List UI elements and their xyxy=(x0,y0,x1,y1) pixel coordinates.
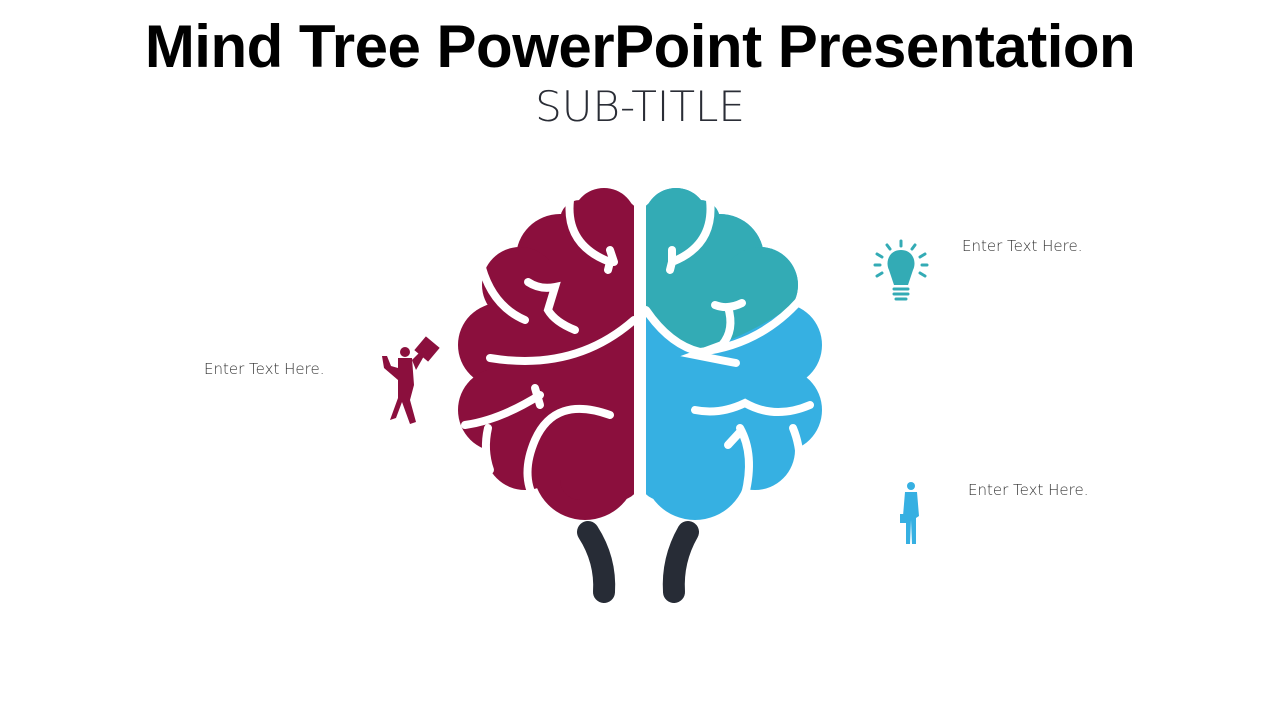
brain-stem xyxy=(577,521,699,603)
standing-businessman-icon xyxy=(900,482,919,544)
left-text[interactable]: Enter Text Here. xyxy=(204,360,325,378)
bottom-right-text[interactable]: Enter Text Here. xyxy=(968,481,1089,499)
celebrating-businessman-icon xyxy=(382,336,440,424)
left-folds xyxy=(461,196,634,504)
top-right-text[interactable]: Enter Text Here. xyxy=(962,237,1083,255)
right-folds xyxy=(646,196,814,499)
slide-subtitle: SUB-TITLE xyxy=(535,82,745,131)
lightbulb-icon xyxy=(873,239,929,301)
slide-title: Mind Tree PowerPoint Presentation xyxy=(144,13,1136,80)
left-hemisphere xyxy=(458,188,634,520)
